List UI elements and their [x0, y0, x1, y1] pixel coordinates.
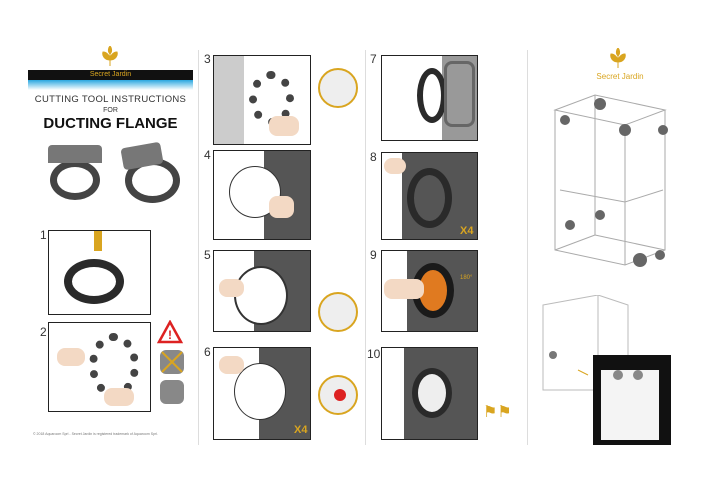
- flange-ring: [407, 168, 452, 228]
- step-7-panel: [381, 55, 478, 141]
- flange-ring: [412, 368, 452, 418]
- divider: [527, 50, 528, 445]
- detail-inset: [318, 375, 358, 415]
- leaf-logo-icon: [100, 45, 120, 68]
- blue-gradient: [28, 80, 193, 90]
- step-number: 4: [204, 148, 211, 162]
- brand-text: Secret Jardin: [596, 72, 644, 81]
- leaf-logo-icon: [608, 47, 628, 70]
- detail-inset: [318, 68, 358, 108]
- hand: [104, 388, 134, 406]
- step-number: 8: [370, 150, 377, 164]
- opening: [234, 266, 288, 325]
- title-line1: CUTTING TOOL INSTRUCTIONS: [34, 94, 187, 105]
- hand: [384, 158, 406, 174]
- opening: [234, 363, 286, 420]
- copyright: © 2018 Aquaroom Sprl - Secret Jardin is …: [33, 432, 158, 436]
- wall: [214, 56, 244, 144]
- hand: [57, 348, 85, 366]
- step-5-panel: [213, 250, 311, 332]
- flange-illustration: [50, 160, 100, 200]
- step-number: 3: [204, 52, 211, 66]
- step-1-panel: [48, 230, 151, 315]
- detail-inset: [318, 292, 358, 332]
- hand: [384, 279, 424, 299]
- step-number: 9: [370, 248, 377, 262]
- cutting-tool: [94, 231, 102, 251]
- rotation-label: 180°: [460, 275, 473, 281]
- flange-right-icon: [160, 380, 184, 404]
- divider: [198, 50, 199, 445]
- hand: [219, 356, 244, 374]
- step-number: 5: [204, 248, 211, 262]
- flange-bracket: [48, 145, 102, 163]
- step-number: 10: [367, 347, 381, 361]
- hand: [269, 196, 294, 218]
- flange-bracket: [444, 61, 475, 127]
- step-number: 1: [40, 228, 47, 242]
- step-6-panel: X4: [213, 347, 311, 440]
- step-8-panel: X4: [381, 152, 478, 240]
- flange-ring: [64, 259, 124, 304]
- step-3-panel: [213, 55, 311, 145]
- step-9-panel: 180°: [381, 250, 478, 332]
- step-2-panel: [48, 322, 151, 412]
- tent-comparison-illustration: [538, 294, 673, 445]
- finish-flags-icon: ⚑⚑: [483, 404, 512, 421]
- hand: [269, 116, 299, 136]
- brand-banner: Secret Jardin: [28, 70, 193, 80]
- step-number: 7: [370, 52, 377, 66]
- grow-tent-illustration: [545, 90, 670, 275]
- step-number: 6: [204, 345, 211, 359]
- flange-wrong-icon: [160, 350, 184, 374]
- warning-icon: !: [156, 319, 184, 344]
- page-title: DUCTING FLANGE: [43, 115, 178, 132]
- step-4-panel: [213, 150, 311, 240]
- hand: [219, 279, 244, 297]
- svg-text:!: !: [168, 328, 172, 342]
- step-10-panel: [381, 347, 478, 440]
- divider: [365, 50, 366, 445]
- step-number: 2: [40, 325, 47, 339]
- flange-ring: [417, 68, 447, 123]
- multiplier-label: X4: [294, 424, 308, 436]
- title-line2: FOR: [103, 107, 118, 114]
- multiplier-label: X4: [460, 225, 474, 237]
